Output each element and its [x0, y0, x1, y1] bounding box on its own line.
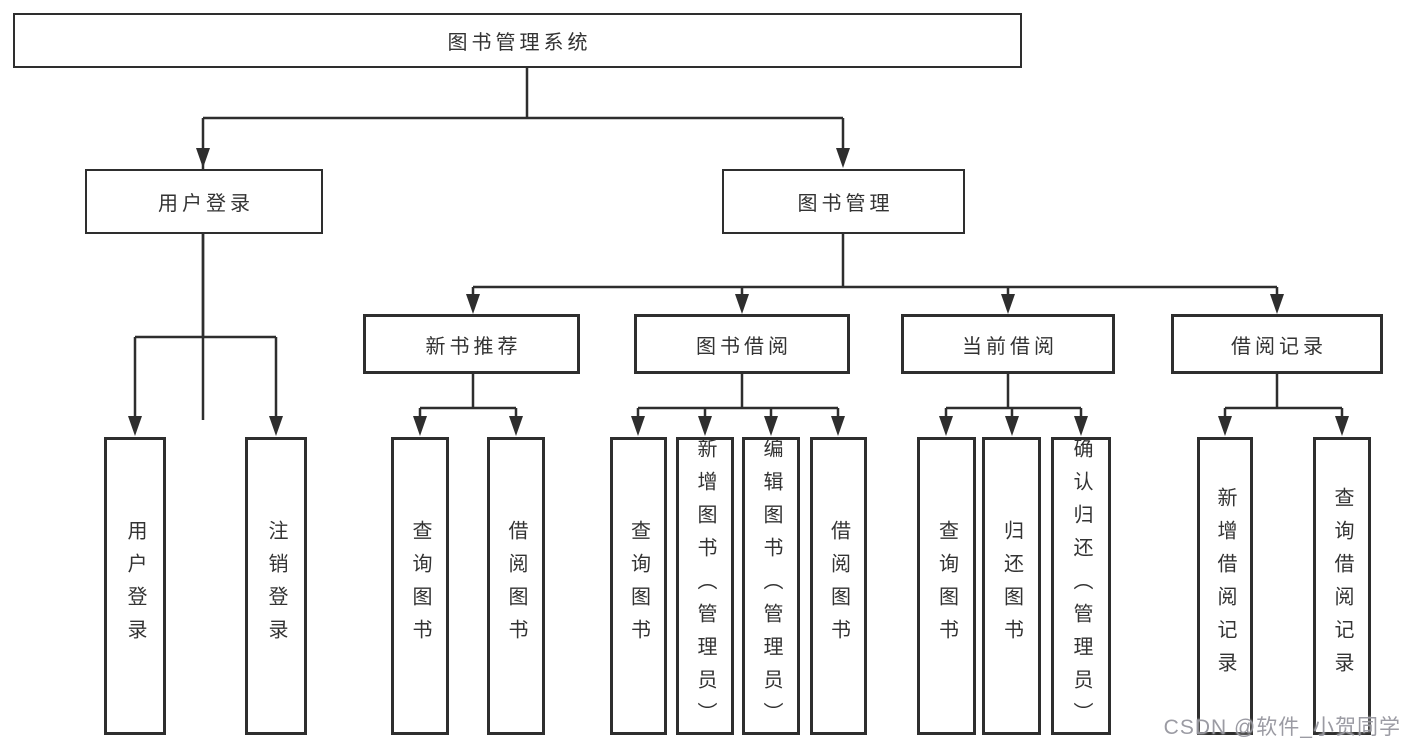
leaf-query-books-borrow: 查询图书	[610, 437, 667, 735]
node-label: 查询借阅记录	[1331, 487, 1353, 685]
node-label: 图书管理系统	[447, 32, 592, 54]
leaf-logout-login: 注销登录	[245, 437, 307, 735]
node-label: 注销登录	[265, 520, 287, 652]
node-book-management: 图书管理	[722, 169, 965, 234]
node-label: 归还图书	[1000, 520, 1023, 652]
node-label: 图书管理	[797, 193, 894, 215]
node-current-borrow: 当前借阅	[901, 314, 1115, 374]
watermark: CSDN @软件_小贺同学	[1163, 716, 1401, 739]
leaf-add-book-admin: 新增图书（管理员）	[676, 437, 734, 735]
connectors-user-login	[128, 234, 283, 436]
node-label: 查询图书	[935, 520, 958, 652]
node-borrow-records: 借阅记录	[1171, 314, 1383, 374]
connectors-borrow-records	[1218, 374, 1349, 436]
connectors-new-book-recommend	[413, 374, 523, 436]
node-label: 确认归还（管理员）	[1070, 437, 1092, 735]
node-library-management-system: 图书管理系统	[13, 13, 1022, 68]
node-label: 新书推荐	[425, 335, 522, 358]
node-label: 当前借阅	[962, 335, 1058, 358]
node-label: 新增图书（管理员）	[694, 437, 716, 735]
node-label: 用户登录	[124, 520, 146, 652]
node-user-login: 用户登录	[85, 169, 323, 234]
leaf-query-books-recommend: 查询图书	[391, 437, 449, 735]
node-book-borrow: 图书借阅	[634, 314, 850, 374]
node-label: 编辑图书（管理员）	[760, 437, 782, 735]
node-label: 借阅图书	[505, 520, 527, 652]
node-label: 用户登录	[158, 193, 254, 215]
node-label: 借阅图书	[827, 520, 850, 652]
connectors-current-borrow	[939, 374, 1088, 436]
leaf-edit-book-admin: 编辑图书（管理员）	[742, 437, 800, 735]
leaf-confirm-return-admin: 确认归还（管理员）	[1051, 437, 1111, 735]
node-label: 查询图书	[409, 520, 431, 652]
node-label: 图书借阅	[696, 335, 792, 358]
leaf-return-books: 归还图书	[982, 437, 1041, 735]
leaf-borrow-books-recommend: 借阅图书	[487, 437, 545, 735]
leaf-user-login: 用户登录	[104, 437, 166, 735]
leaf-query-books-current: 查询图书	[917, 437, 976, 735]
node-label: 查询图书	[627, 520, 650, 652]
leaf-add-borrow-record: 新增借阅记录	[1197, 437, 1253, 735]
node-new-book-recommend: 新书推荐	[363, 314, 580, 374]
leaf-query-borrow-record: 查询借阅记录	[1313, 437, 1371, 735]
connectors-book-borrow	[631, 374, 845, 436]
node-label: 新增借阅记录	[1214, 487, 1236, 685]
connectors-book-management	[466, 234, 1284, 314]
node-label: 借阅记录	[1231, 335, 1327, 358]
leaf-borrow-books-borrow: 借阅图书	[810, 437, 867, 735]
